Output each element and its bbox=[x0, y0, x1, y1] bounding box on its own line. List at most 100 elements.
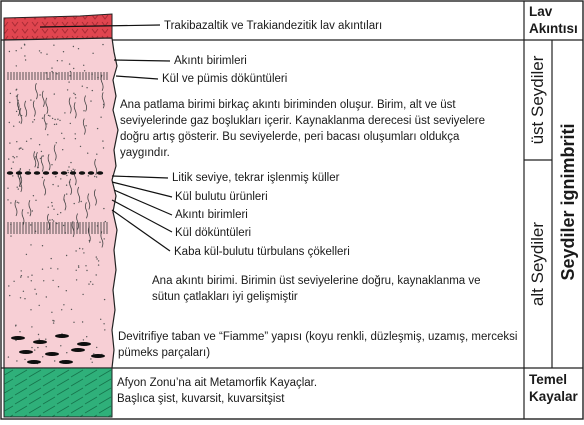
stipple-dot bbox=[54, 124, 55, 125]
stipple-dot bbox=[52, 205, 53, 206]
stipple-dot bbox=[34, 119, 35, 120]
stipple-dot bbox=[103, 323, 104, 324]
stipple-dot bbox=[71, 170, 72, 171]
stipple-dot bbox=[31, 275, 32, 276]
stipple-dot bbox=[56, 223, 57, 224]
stipple-dot bbox=[73, 169, 74, 170]
stipple-dot bbox=[59, 120, 60, 121]
stipple-dot bbox=[60, 178, 61, 179]
stipple-dot bbox=[75, 97, 76, 98]
stipple-dot bbox=[24, 55, 25, 56]
stipple-dot bbox=[73, 93, 74, 94]
stipple-dot bbox=[94, 176, 95, 177]
stipple-dot bbox=[42, 177, 43, 178]
stipple-dot bbox=[26, 254, 27, 255]
stipple-dot bbox=[20, 147, 21, 148]
stipple-dot bbox=[97, 128, 98, 129]
stipple-dot bbox=[57, 268, 58, 269]
lithic-lens bbox=[97, 171, 103, 175]
stipple-dot bbox=[32, 210, 33, 211]
stipple-dot bbox=[75, 133, 76, 134]
stipple-dot bbox=[56, 73, 57, 74]
basement-layer bbox=[4, 368, 112, 417]
stipple-dot bbox=[70, 162, 71, 163]
fiamme-lens bbox=[33, 340, 47, 344]
stipple-dot bbox=[30, 309, 31, 310]
stipple-dot bbox=[51, 164, 52, 165]
stipple-dot bbox=[86, 87, 87, 88]
stipple-dot bbox=[46, 346, 47, 347]
stipple-dot bbox=[58, 185, 59, 186]
stipple-dot bbox=[10, 235, 11, 236]
lithic-lens bbox=[7, 171, 13, 175]
stipple-dot bbox=[90, 281, 91, 282]
stipple-dot bbox=[52, 219, 53, 220]
stipple-dot bbox=[20, 297, 21, 298]
fiamme-lens bbox=[77, 342, 91, 346]
stipple-dot bbox=[83, 110, 84, 111]
stipple-dot bbox=[36, 293, 37, 294]
stipple-dot bbox=[13, 281, 14, 282]
lithic-lens bbox=[25, 171, 31, 175]
stipple-dot bbox=[18, 188, 19, 189]
stipple-dot bbox=[49, 219, 50, 220]
stipple-dot bbox=[15, 325, 16, 326]
fiamme-lens bbox=[71, 348, 85, 352]
lithic-lens bbox=[61, 171, 67, 175]
stipple-dot bbox=[68, 81, 69, 82]
fiamme-lens bbox=[11, 336, 25, 340]
stipple-dot bbox=[75, 250, 76, 251]
stipple-dot bbox=[38, 334, 39, 335]
stipple-dot bbox=[30, 244, 31, 245]
stipple-dot bbox=[35, 200, 36, 201]
stipple-dot bbox=[100, 117, 101, 118]
main-flow-paragraph: Ana akıntı birimi. Birimin üst seviyeler… bbox=[152, 273, 492, 305]
stipple-dot bbox=[76, 270, 77, 271]
stipple-dot bbox=[32, 121, 33, 122]
stipple-dot bbox=[46, 296, 47, 297]
stipple-dot bbox=[78, 265, 79, 266]
basement-header-line2: Kayalar bbox=[529, 389, 578, 405]
stipple-dot bbox=[96, 258, 97, 259]
stipple-dot bbox=[82, 321, 83, 322]
stipple-dot bbox=[34, 349, 35, 350]
stipple-dot bbox=[24, 359, 25, 360]
stipple-dot bbox=[51, 71, 52, 72]
stipple-dot bbox=[57, 214, 58, 215]
stipple-dot bbox=[63, 225, 64, 226]
stipple-dot bbox=[90, 100, 91, 101]
stipple-dot bbox=[9, 122, 10, 123]
stipple-dot bbox=[83, 252, 84, 253]
stipple-dot bbox=[61, 309, 62, 310]
stipple-dot bbox=[11, 168, 12, 169]
stipple-dot bbox=[21, 47, 22, 48]
stipple-dot bbox=[23, 291, 24, 292]
lav-flows-label: Trakibazaltik ve Trakiandezitik lav akın… bbox=[164, 19, 382, 34]
stipple-dot bbox=[66, 193, 67, 194]
stipple-dot bbox=[30, 138, 31, 139]
stipple-dot bbox=[75, 94, 76, 95]
stipple-dot bbox=[66, 185, 67, 186]
stipple-dot bbox=[66, 352, 67, 353]
stipple-dot bbox=[61, 60, 62, 61]
stipple-dot bbox=[63, 138, 64, 139]
stipple-dot bbox=[92, 90, 93, 91]
fiamme-lens bbox=[27, 360, 41, 364]
stipple-dot bbox=[12, 175, 13, 176]
fiamme-lens bbox=[55, 334, 69, 338]
upper-seydiler-label: üst Seydiler bbox=[527, 40, 549, 160]
stipple-dot bbox=[82, 294, 83, 295]
stipple-dot bbox=[55, 176, 56, 177]
stipple-dot bbox=[17, 202, 18, 203]
lav-header-line2: Akıntısı bbox=[529, 21, 578, 37]
stipple-dot bbox=[73, 68, 74, 69]
stipple-dot bbox=[42, 269, 43, 270]
fiamme-lens bbox=[45, 352, 59, 356]
stipple-dot bbox=[48, 207, 49, 208]
stipple-dot bbox=[67, 170, 68, 171]
stipple-dot bbox=[66, 175, 67, 176]
stipple-dot bbox=[18, 202, 19, 203]
stipple-dot bbox=[45, 339, 46, 340]
leader-line bbox=[114, 190, 172, 215]
stipple-dot bbox=[104, 299, 105, 300]
